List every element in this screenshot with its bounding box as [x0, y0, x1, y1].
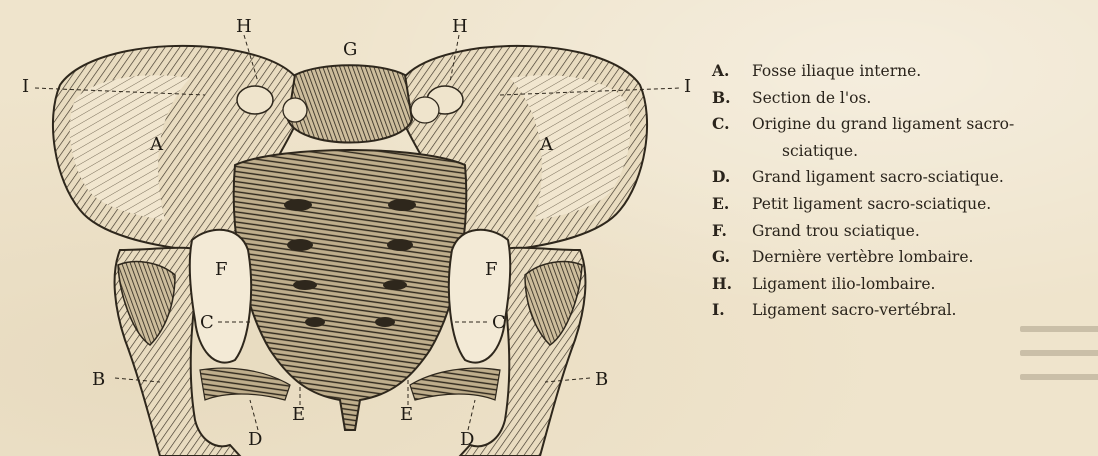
label-F-left: F [215, 259, 228, 280]
background-text-smudge [1020, 326, 1098, 332]
legend-text: Section de l'os. [752, 85, 871, 112]
legend-item-h: H. Ligament ilio-lombaire. [712, 271, 1092, 298]
right-greater-sciatic-foramen [449, 230, 510, 363]
pelvis-illustration: I I H H G A A F F C C B B E E D D [0, 0, 700, 456]
legend-item-d: D. Grand ligament sacro-sciatique. [712, 164, 1092, 191]
legend-text-continuation: sciatique. [712, 138, 1092, 165]
legend-item-c: C. Origine du grand ligament sacro- [712, 111, 1092, 138]
label-B-right: B [595, 369, 608, 390]
legend-key: F. [712, 218, 752, 245]
legend-item-i: I. Ligament sacro-vertébral. [712, 297, 1092, 324]
legend-key: G. [712, 244, 752, 271]
legend-text: Ligament sacro-vertébral. [752, 297, 956, 324]
background-text-smudge [1020, 350, 1098, 356]
legend-item-f: F. Grand trou sciatique. [712, 218, 1092, 245]
legend-item-e: E. Petit ligament sacro-sciatique. [712, 191, 1092, 218]
label-A-left: A [149, 134, 164, 155]
label-C-left: C [200, 312, 214, 333]
legend-key: E. [712, 191, 752, 218]
legend-text: Fosse iliaque interne. [752, 58, 921, 85]
legend-text: Ligament ilio-lombaire. [752, 271, 935, 298]
label-B-left: B [92, 369, 105, 390]
legend-key: H. [712, 271, 752, 298]
label-G: G [343, 39, 357, 60]
legend-text: Petit ligament sacro-sciatique. [752, 191, 991, 218]
label-E-right: E [400, 404, 413, 425]
label-H-right: H [452, 16, 468, 37]
legend-text: Grand trou sciatique. [752, 218, 920, 245]
figure-legend: A. Fosse iliaque interne. B. Section de … [712, 58, 1092, 324]
legend-key: D. [712, 164, 752, 191]
label-A-right: A [539, 134, 554, 155]
label-H-left: H [236, 16, 252, 37]
background-text-smudge [1020, 374, 1098, 380]
lumbar-vertebra [288, 65, 412, 142]
legend-key: A. [712, 58, 752, 85]
legend-item-b: B. Section de l'os. [712, 85, 1092, 112]
label-E-left: E [292, 404, 305, 425]
legend-item-a: A. Fosse iliaque interne. [712, 58, 1092, 85]
label-I-right: I [684, 76, 691, 97]
left-greater-sciatic-foramen [190, 230, 251, 363]
legend-key: I. [712, 297, 752, 324]
legend-text: Grand ligament sacro-sciatique. [752, 164, 1004, 191]
legend-key: B. [712, 85, 752, 112]
label-D-right: D [460, 429, 474, 450]
legend-text: Origine du grand ligament sacro- [752, 111, 1014, 138]
label-D-left: D [248, 429, 262, 450]
left-ligament-band [200, 368, 290, 400]
label-C-right: C [492, 312, 506, 333]
legend-text: Dernière vertèbre lombaire. [752, 244, 973, 271]
label-F-right: F [485, 259, 498, 280]
legend-item-g: G. Dernière vertèbre lombaire. [712, 244, 1092, 271]
right-ligament-band [410, 368, 500, 400]
legend-key: C. [712, 111, 752, 138]
label-I-left: I [22, 76, 29, 97]
